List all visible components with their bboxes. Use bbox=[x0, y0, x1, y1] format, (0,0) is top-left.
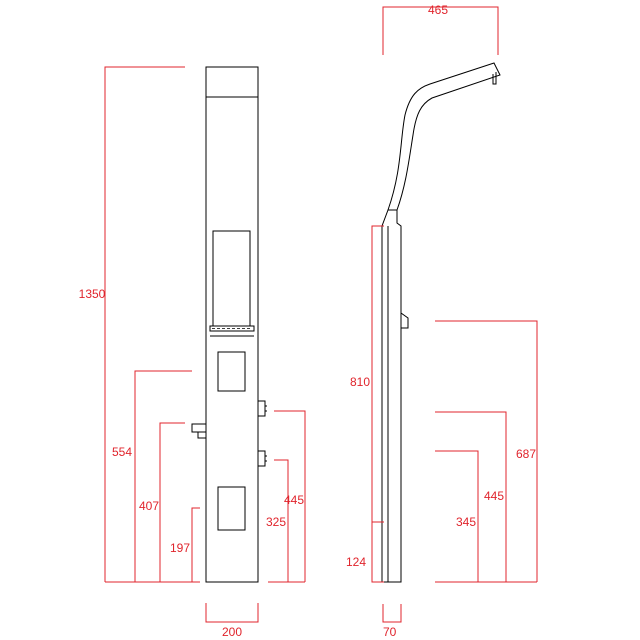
side-head-nozzle bbox=[492, 72, 497, 85]
front-dim-overall-height: 1350 bbox=[79, 66, 185, 582]
front-dim-width-label: 200 bbox=[222, 625, 242, 639]
front-dim-upper-outlet-label: 554 bbox=[112, 445, 132, 459]
side-dim-bottom-offset: 124 bbox=[346, 522, 384, 583]
side-dim-upper-feature: 687 bbox=[435, 320, 538, 582]
front-upper-body-jets bbox=[217, 351, 246, 392]
side-dim-middle-feature: 445 bbox=[435, 411, 507, 582]
front-upper-knob bbox=[257, 400, 267, 417]
front-lower-body-jets bbox=[217, 486, 246, 531]
side-view bbox=[381, 62, 501, 583]
side-dim-lower-feature-label: 345 bbox=[456, 515, 476, 529]
side-spout bbox=[400, 312, 409, 329]
side-dim-depth: 70 bbox=[382, 604, 402, 639]
front-view bbox=[191, 66, 267, 583]
side-dim-upper-span: 810 bbox=[350, 225, 384, 523]
side-dim-head-reach-label: 465 bbox=[428, 3, 448, 17]
front-dim-upper-knob-label: 445 bbox=[284, 493, 304, 507]
side-dim-upper-span-label: 810 bbox=[350, 375, 370, 389]
front-shelf bbox=[209, 325, 255, 332]
front-dim-width: 200 bbox=[205, 603, 259, 639]
front-rain-shower-recess bbox=[212, 230, 251, 327]
front-dim-upper-outlet: 554 bbox=[112, 370, 192, 582]
front-dim-overall-height-label: 1350 bbox=[79, 287, 106, 301]
front-lower-knob bbox=[257, 450, 267, 467]
front-dim-lower-knob-label: 325 bbox=[266, 515, 286, 529]
side-dim-depth-label: 70 bbox=[383, 625, 397, 639]
side-dim-middle-feature-label: 445 bbox=[484, 489, 504, 503]
side-dim-head-reach: 465 bbox=[382, 3, 499, 55]
side-shower-arm bbox=[387, 62, 501, 211]
side-panel-outline bbox=[381, 209, 402, 583]
front-dim-upper-knob: 445 bbox=[274, 410, 306, 582]
side-dim-upper-feature-label: 687 bbox=[516, 447, 536, 461]
side-dim-lower-feature: 345 bbox=[435, 450, 479, 582]
side-dim-bottom-offset-label: 124 bbox=[346, 555, 366, 569]
front-panel-outline bbox=[205, 66, 259, 583]
front-handheld-holder bbox=[191, 423, 207, 439]
front-dim-lower-knob: 325 bbox=[266, 459, 289, 582]
front-dim-lower-outlet: 197 bbox=[170, 507, 200, 582]
front-dim-mixer: 407 bbox=[139, 422, 185, 582]
front-dim-mixer-label: 407 bbox=[139, 499, 159, 513]
front-dim-lower-outlet-label: 197 bbox=[170, 541, 190, 555]
